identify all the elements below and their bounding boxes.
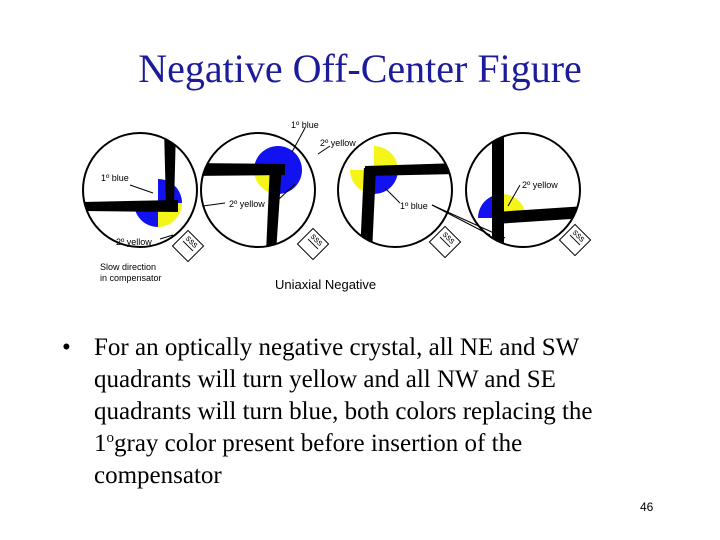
- page-number: 46: [640, 500, 654, 514]
- compensator-marker-1: sss: [171, 229, 205, 263]
- label-slow-direction: Slow direction: [100, 262, 156, 272]
- isogyre: [492, 133, 504, 247]
- figure-caption: Uniaxial Negative: [275, 277, 376, 292]
- isogyre: [360, 168, 376, 247]
- figure-circle-1: [82, 132, 198, 248]
- figure-circle-3: [337, 132, 453, 248]
- compensator-marker-2: sss: [296, 227, 330, 261]
- label-1-blue-left: 1º blue: [101, 173, 129, 183]
- bullet-text: For an optically negative crystal, all N…: [94, 332, 622, 492]
- interference-figure-diagram: 1º blue 2º yellow 1º blue 2º yellow 1º b…: [82, 120, 592, 292]
- label-2-yellow-mid: 2º yellow: [229, 199, 265, 209]
- isogyre: [201, 163, 285, 176]
- label-2-yellow-right: 2º yellow: [522, 180, 558, 190]
- bullet-text-before: For an optically negative crystal, all N…: [94, 334, 593, 457]
- bullet-point: • For an optically negative crystal, all…: [62, 332, 622, 492]
- figure-circle-4: [465, 132, 581, 248]
- label-2-yellow-top: 2º yellow: [320, 138, 356, 148]
- label-1-blue-mid: 1º blue: [400, 201, 428, 211]
- bullet-symbol: •: [62, 334, 71, 361]
- isogyre: [83, 200, 178, 212]
- slide-title: Negative Off-Center Figure: [138, 46, 582, 91]
- label-in-compensator: in compensator: [100, 273, 162, 283]
- leader-lines: [129, 127, 521, 240]
- isogyre: [365, 163, 452, 176]
- figure-circle-2: [200, 132, 316, 248]
- label-1-blue-top: 1º blue: [291, 120, 319, 130]
- isogyre: [266, 164, 282, 247]
- isogyre: [164, 133, 176, 206]
- blue-quadrant: [374, 170, 398, 194]
- bullet-text-after: gray color present before insertion of t…: [94, 430, 523, 489]
- isogyre: [495, 206, 580, 224]
- yellow-quadrant: [374, 146, 398, 170]
- label-2-yellow-bottom: 2º yellow: [116, 237, 152, 247]
- bullet-superscript: o: [106, 430, 115, 446]
- blue-quadrant: [278, 170, 302, 194]
